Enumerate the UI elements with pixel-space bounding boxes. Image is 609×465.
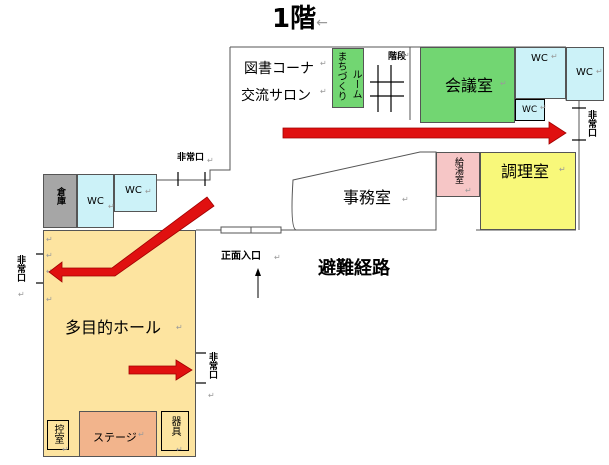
evac-arrow-east (282, 121, 567, 145)
emergency-exit-west-label: 非常口 (15, 255, 25, 282)
machi-room: まちづくり ルーム (332, 48, 364, 108)
return-mark: ↵ (18, 290, 25, 299)
return-mark: ↵ (176, 323, 183, 332)
return-mark: ↵ (596, 67, 603, 76)
return-mark: ↵ (108, 202, 115, 211)
return-mark: ↵ (46, 251, 53, 260)
wc-left-1-label: WC (87, 196, 104, 207)
stage: ステージ (79, 411, 157, 457)
return-mark: ↵ (46, 235, 53, 244)
return-mark: ↵ (207, 156, 214, 165)
return-mark: ↵ (320, 87, 327, 96)
salon-label: 交流サロン (241, 88, 311, 104)
wc-far-right-label: WC (576, 67, 593, 78)
stairs-label: 階段 (388, 52, 407, 62)
return-mark: ↵ (46, 295, 53, 304)
return-mark: ↵ (208, 391, 215, 400)
equipment-label: 器具 (169, 416, 180, 436)
floor-title-mark: ← (316, 15, 328, 31)
entrance-arrow-head (255, 268, 261, 276)
cooking-room-label: 調理室 (501, 162, 550, 181)
cooking-room: 調理室 (480, 152, 576, 230)
wc-left-1: WC (77, 174, 114, 228)
return-mark: ↵ (403, 51, 410, 60)
return-mark: ↵ (320, 59, 327, 68)
return-mark: ↵ (465, 186, 472, 195)
main-entrance-label: 正面入口 (221, 251, 261, 262)
machi-room-label-2: ルーム (350, 69, 361, 99)
equipment-room: 器具 (161, 411, 189, 451)
kitchenette: 給湯室 (436, 152, 480, 197)
library-corner-label: 図書コーナ (244, 61, 314, 77)
storage: 倉庫 (43, 174, 77, 228)
entrance-door-right (250, 226, 282, 234)
return-mark: ↵ (274, 253, 281, 262)
evac-arrow-west (48, 196, 215, 283)
meeting-room: 会議室 (420, 47, 515, 123)
floor-title: 1階← (272, 6, 328, 32)
emergency-exit-hall-label: 非常口 (207, 352, 217, 379)
floor-title-text: 1階 (272, 4, 317, 34)
emergency-exit-east-label: 非常口 (586, 110, 596, 137)
hall-label: 多目的ホール (65, 318, 162, 337)
wc-small-label: WC (522, 105, 538, 115)
return-mark: ↵ (551, 52, 558, 61)
evac-arrow-hall (128, 359, 193, 381)
storage-label: 倉庫 (55, 187, 65, 205)
meeting-room-label: 会議室 (445, 76, 494, 95)
kitchenette-label: 給湯室 (453, 157, 463, 184)
wc-upper-right: WC (515, 47, 566, 99)
stage-label: ステージ (93, 431, 137, 444)
control-room: 控室 (47, 420, 69, 450)
machi-room-label-1: まちづくり (335, 51, 346, 101)
return-mark: ↵ (540, 103, 547, 112)
return-mark: ↵ (145, 187, 152, 196)
wc-far-right: WC (566, 47, 604, 101)
return-mark: ↵ (176, 445, 183, 454)
return-mark: ↵ (559, 165, 566, 174)
office-label: 事務室 (343, 188, 392, 207)
return-mark: ↵ (402, 195, 409, 204)
wc-left-2: WC (114, 174, 157, 212)
emergency-exit-north-label: 非常口 (177, 153, 205, 163)
control-room-label: 控室 (52, 424, 63, 444)
return-mark: ↵ (62, 445, 69, 454)
wc-left-2-label: WC (125, 185, 142, 196)
wc-label: WC (531, 53, 548, 64)
evacuation-route-title: 避難経路 (318, 258, 390, 279)
return-mark: ↵ (500, 79, 507, 88)
wc-small: WC (515, 99, 545, 121)
return-mark: ↵ (138, 430, 145, 439)
